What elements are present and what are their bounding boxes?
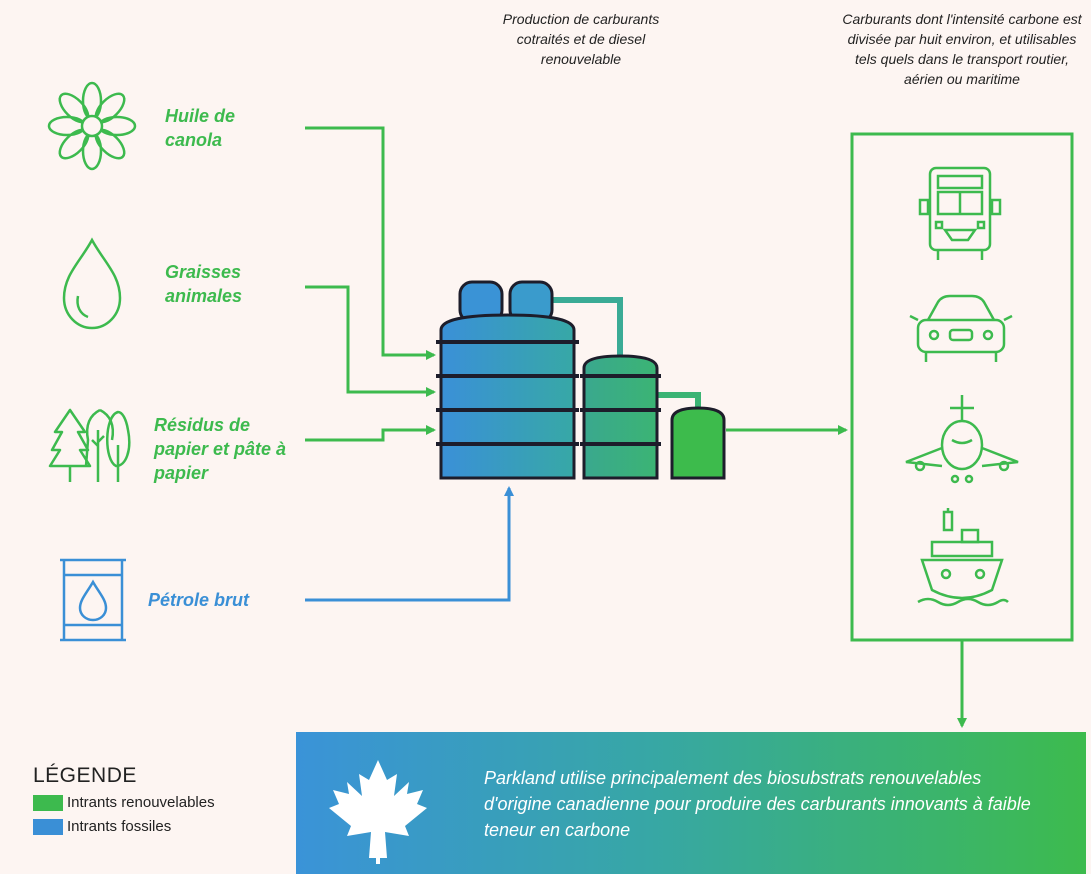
production-caption: Production de carburants cotraités et de… bbox=[502, 11, 660, 67]
legend-swatch-renewable bbox=[33, 794, 63, 811]
drop-icon bbox=[62, 237, 122, 330]
legend-title: LÉGENDE bbox=[33, 764, 137, 787]
output-caption: Carburants dont l'intensité carbone est … bbox=[842, 11, 1082, 87]
car-icon bbox=[909, 294, 1013, 362]
ship-icon bbox=[917, 508, 1009, 607]
banner-text: Parkland utilise principalement des bios… bbox=[484, 768, 1031, 840]
arrow-canola bbox=[305, 126, 436, 360]
maple-leaf-icon bbox=[329, 760, 427, 864]
info-banner: Parkland utilise principalement des bios… bbox=[296, 732, 1086, 874]
refinery-tanks bbox=[436, 280, 726, 480]
truck-icon bbox=[918, 166, 1002, 260]
arrow-crude bbox=[305, 486, 514, 602]
flower-icon bbox=[47, 81, 137, 171]
legend-label-fossil: Intrants fossiles bbox=[67, 818, 172, 835]
legend-swatch-fossil bbox=[33, 818, 63, 835]
arrow-fats bbox=[305, 285, 436, 397]
input-label-paper: Résidus de papier et pâte à papier bbox=[154, 415, 287, 483]
arrow-paper bbox=[305, 425, 436, 442]
oil-barrel-icon bbox=[60, 558, 126, 642]
trees-icon bbox=[48, 408, 131, 482]
input-label-crude: Pétrole brut bbox=[148, 590, 250, 610]
legend: LÉGENDE Intrants renouvelables Intrants … bbox=[33, 764, 215, 835]
legend-item-renewable: Intrants renouvelables bbox=[33, 794, 215, 811]
input-arrows bbox=[305, 126, 514, 602]
legend-item-fossil: Intrants fossiles bbox=[33, 818, 215, 835]
input-label-canola: Huile de canola bbox=[165, 106, 236, 150]
legend-label-renewable: Intrants renouvelables bbox=[67, 794, 215, 811]
input-label-fats: Graisses animales bbox=[165, 262, 243, 306]
airplane-icon bbox=[905, 395, 1019, 484]
